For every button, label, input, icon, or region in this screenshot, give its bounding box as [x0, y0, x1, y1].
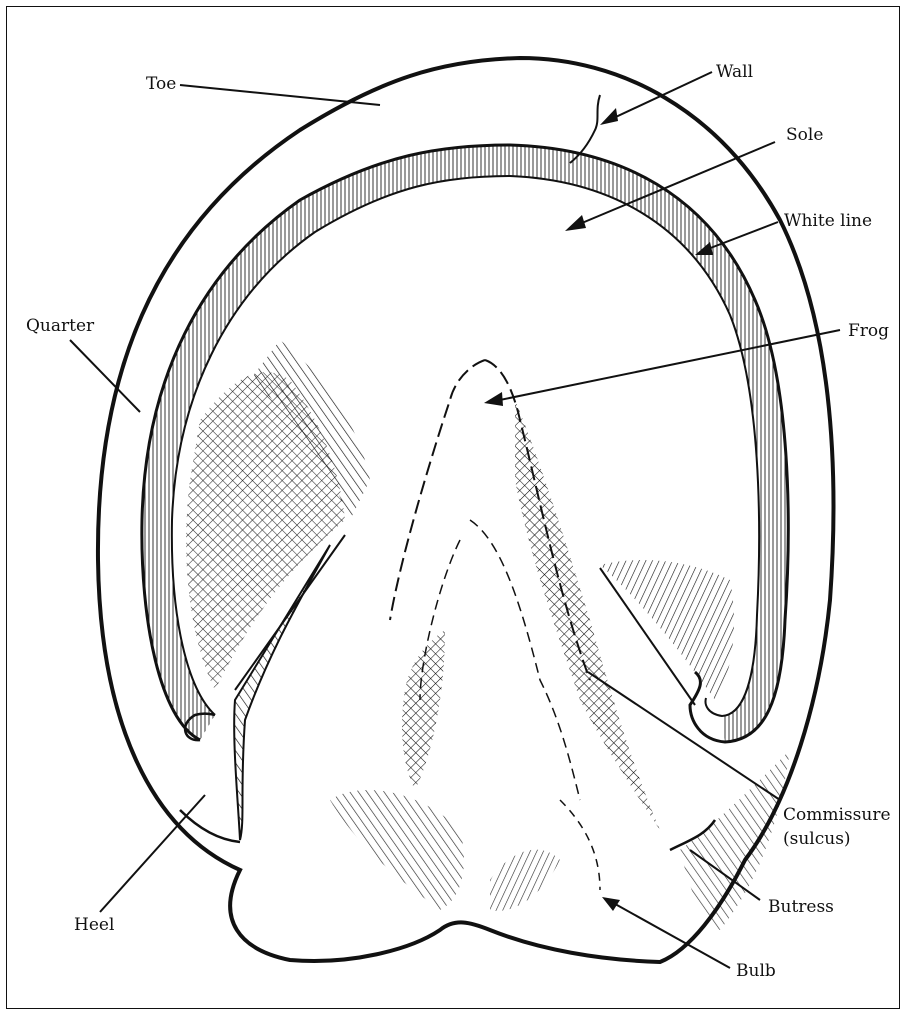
frog-center-hatch [402, 630, 445, 790]
frog-leader [490, 330, 840, 402]
bulb-arrowhead [602, 897, 620, 911]
bulb-shading-left [330, 790, 464, 910]
label-sole: Sole [786, 125, 823, 145]
heel-leader [100, 795, 205, 912]
wall-leader [605, 72, 712, 122]
label-toe: Toe [146, 74, 176, 94]
bulb-dashed [560, 800, 600, 890]
label-quarter: Quarter [26, 316, 95, 336]
label-butress: Butress [768, 897, 834, 917]
toe-leader [180, 85, 380, 105]
bulb-shading-right [490, 850, 560, 911]
label-frog: Frog [848, 321, 889, 341]
frog-arrowhead [484, 392, 503, 406]
label-white-line: White line [784, 211, 872, 231]
sole-arrowhead [565, 215, 586, 231]
wall-arrowhead [600, 108, 618, 125]
right-sole-shading [600, 560, 734, 700]
label-wall: Wall [716, 62, 753, 82]
label-bulb: Bulb [736, 961, 776, 981]
label-sulcus: (sulcus) [783, 829, 851, 849]
label-heel: Heel [74, 915, 114, 935]
label-commissure: Commissure [783, 805, 891, 825]
right-commissure-shading [515, 400, 660, 830]
